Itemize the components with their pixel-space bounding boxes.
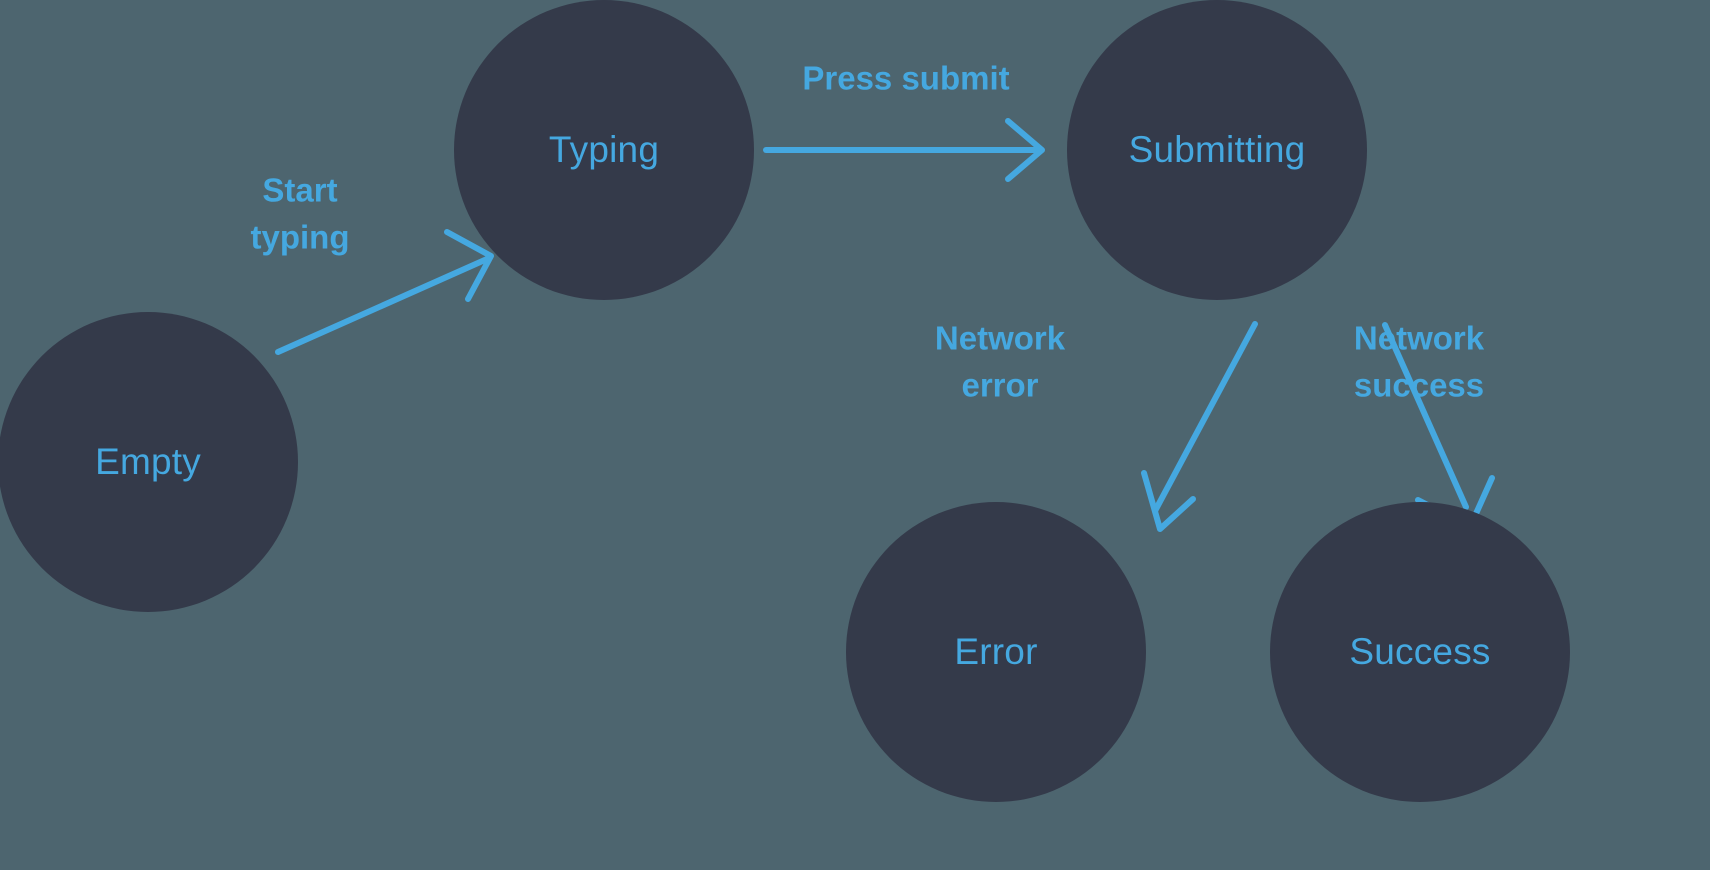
edge-label-network-success-line2: success bbox=[1354, 367, 1484, 404]
state-node-typing-circle[interactable] bbox=[454, 0, 754, 300]
state-node-success-label: Success bbox=[1349, 631, 1490, 672]
edge-submitting-to-error-arrowhead-icon bbox=[1141, 470, 1196, 532]
state-node-submitting-circle[interactable] bbox=[1067, 0, 1367, 300]
edge-label-start-typing: Start bbox=[262, 172, 337, 209]
edge-typing-to-submitting-arrowhead-icon bbox=[1005, 118, 1045, 182]
state-node-error-label: Error bbox=[954, 631, 1037, 672]
edge-empty-to-typing-line bbox=[275, 256, 490, 355]
edge-label-network-error-line2: error bbox=[961, 367, 1038, 404]
state-node-empty[interactable]: Empty bbox=[0, 312, 298, 612]
state-node-success-circle[interactable] bbox=[1270, 502, 1570, 802]
edge-label-start-typing-line2: typing bbox=[251, 219, 350, 256]
edge-submitting-to-error-line bbox=[1152, 321, 1258, 514]
edge-typing-to-submitting: Press submit bbox=[763, 60, 1045, 182]
edge-empty-to-typing-arrowhead-icon bbox=[444, 229, 494, 302]
edge-label-press-submit: Press submit bbox=[802, 60, 1009, 97]
state-node-error-circle[interactable] bbox=[846, 502, 1146, 802]
state-node-success[interactable]: Success bbox=[1270, 502, 1570, 802]
edge-submitting-to-success: Network success bbox=[1354, 320, 1495, 530]
state-node-submitting-label: Submitting bbox=[1129, 129, 1306, 170]
state-node-empty-circle[interactable] bbox=[0, 312, 298, 612]
state-node-typing-label: Typing bbox=[549, 129, 659, 170]
edge-label-network-error: Network bbox=[935, 320, 1066, 357]
state-node-error[interactable]: Error bbox=[846, 502, 1146, 802]
state-node-typing[interactable]: Typing bbox=[454, 0, 754, 300]
edge-empty-to-typing: Start typing bbox=[251, 172, 494, 355]
edge-label-network-success: Network bbox=[1354, 320, 1485, 357]
state-node-empty-label: Empty bbox=[95, 441, 201, 482]
edge-submitting-to-error: Network error bbox=[935, 320, 1258, 532]
edge-submitting-to-success-line bbox=[1382, 322, 1469, 510]
state-node-submitting[interactable]: Submitting bbox=[1067, 0, 1367, 300]
